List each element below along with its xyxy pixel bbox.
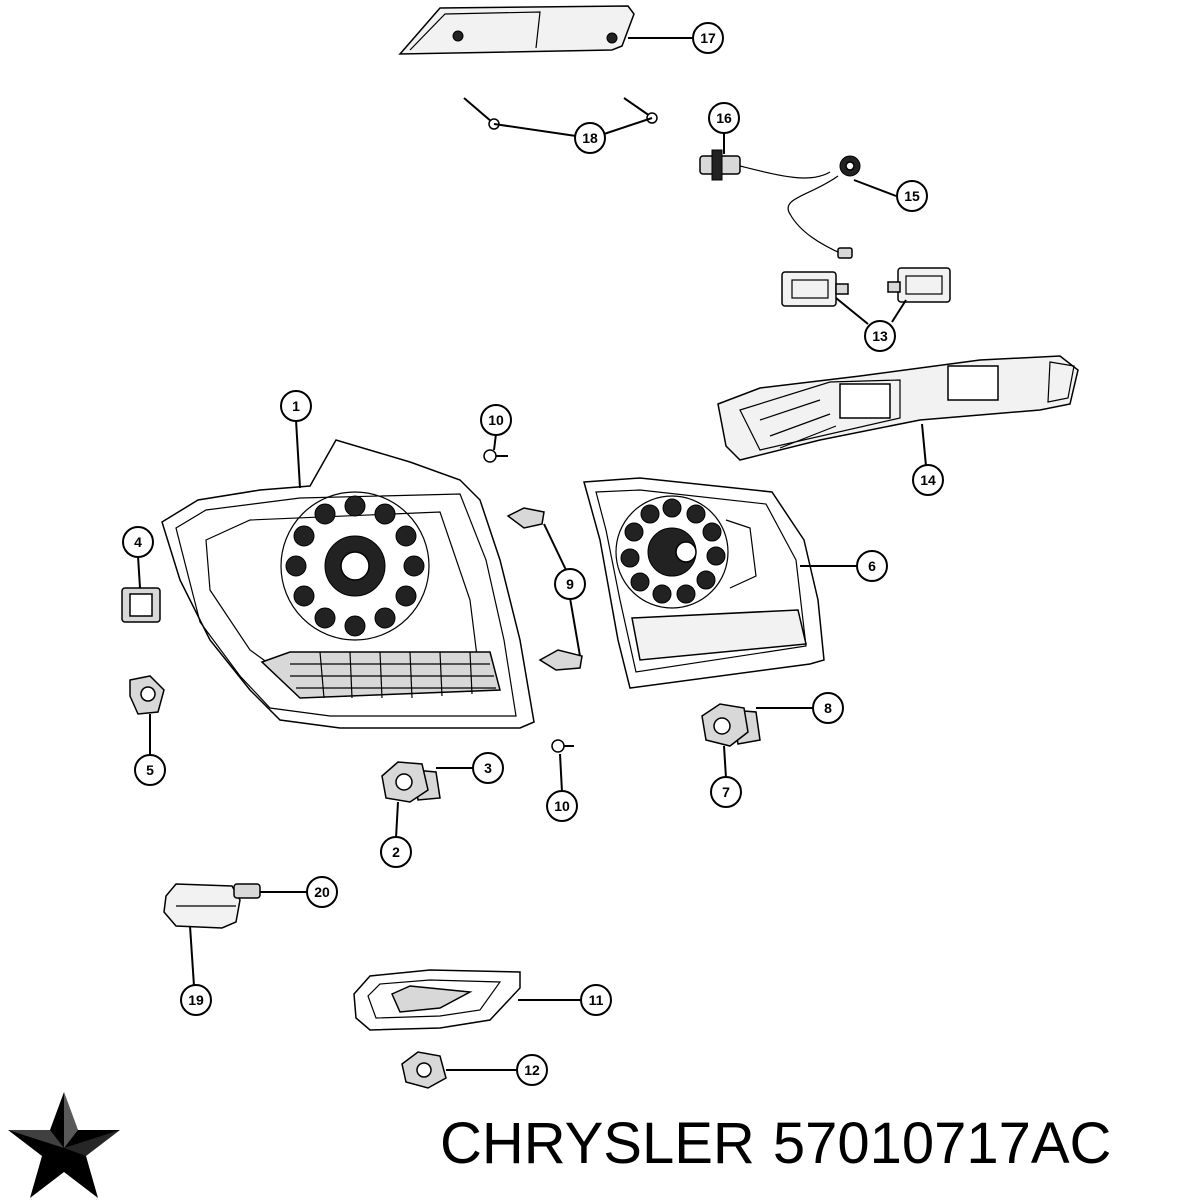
- callout-label-18: 18: [582, 130, 598, 146]
- callout-7: 7: [710, 776, 742, 808]
- part-17-high-mount-lamp: [398, 5, 635, 55]
- part-5-socket: [129, 675, 165, 715]
- callout-label-19: 19: [188, 992, 204, 1008]
- led-ring-inner: [620, 498, 726, 604]
- callout-label-8: 8: [824, 700, 832, 716]
- callout-17: 17: [692, 22, 724, 54]
- brand-name: CHRYSLER: [440, 1111, 755, 1176]
- part-6-tail-lamp-inner: [583, 477, 825, 689]
- callout-label-15: 15: [904, 188, 920, 204]
- callout-2: 2: [380, 836, 412, 868]
- part-20-bulb: [233, 883, 261, 899]
- callout-label-13: 13: [872, 328, 888, 344]
- callout-label-16: 16: [716, 110, 732, 126]
- callout-20: 20: [306, 876, 338, 908]
- part-10-fastener-bottom: [551, 739, 574, 753]
- part-18-screws: [463, 97, 658, 130]
- part-number: 57010717AC: [772, 1111, 1112, 1176]
- callout-label-12: 12: [524, 1062, 540, 1078]
- part-12-socket: [401, 1051, 447, 1089]
- part-caption: CHRYSLER 57010717AC: [440, 1104, 1190, 1184]
- part-10-fastener-top: [483, 449, 508, 463]
- leader-lines: [137, 37, 927, 1071]
- callout-11: 11: [580, 984, 612, 1016]
- part-9-clips: [506, 507, 583, 671]
- part-11-bezel: [353, 969, 521, 1031]
- callout-label-7: 7: [722, 784, 730, 800]
- callout-16: 16: [708, 102, 740, 134]
- callout-label-2: 2: [392, 844, 400, 860]
- callout-19: 19: [180, 984, 212, 1016]
- callout-label-3: 3: [484, 760, 492, 776]
- led-ring-outer: [285, 495, 425, 637]
- callout-3: 3: [472, 752, 504, 784]
- callout-label-6: 6: [868, 558, 876, 574]
- callout-label-11: 11: [589, 992, 604, 1008]
- callout-6: 6: [856, 550, 888, 582]
- callout-label-17: 17: [700, 30, 716, 46]
- callout-10-bottom: 10: [546, 790, 578, 822]
- callout-label-5: 5: [146, 762, 154, 778]
- callout-12: 12: [516, 1054, 548, 1086]
- part-7-socket: [701, 703, 749, 747]
- part-2-socket: [381, 761, 429, 803]
- callout-label-20: 20: [314, 884, 330, 900]
- part-15-wire-harness: [739, 155, 861, 259]
- part-13-license-lamps: [781, 267, 951, 307]
- part-19-side-marker-lens: [163, 883, 241, 929]
- callout-label-1: 1: [292, 398, 300, 414]
- callout-15: 15: [896, 180, 928, 212]
- chrysler-pentastar-icon: [8, 1092, 120, 1198]
- callout-14: 14: [912, 464, 944, 496]
- callout-10-top: 10: [480, 404, 512, 436]
- callout-label-10-top: 10: [488, 412, 504, 428]
- callout-4: 4: [122, 526, 154, 558]
- callout-9: 9: [554, 568, 586, 600]
- callout-label-4: 4: [134, 534, 142, 550]
- part-1-tail-lamp-outer: [161, 439, 535, 729]
- part-14-liftgate-applique: [717, 355, 1079, 461]
- callout-18: 18: [574, 122, 606, 154]
- callout-1: 1: [280, 390, 312, 422]
- part-4-clip: [121, 587, 161, 623]
- callout-13: 13: [864, 320, 896, 352]
- callout-8: 8: [812, 692, 844, 724]
- callout-label-9: 9: [566, 576, 574, 592]
- callout-label-14: 14: [920, 472, 936, 488]
- callout-label-10-bottom: 10: [554, 798, 570, 814]
- part-16-socket: [699, 149, 741, 181]
- callout-5: 5: [134, 754, 166, 786]
